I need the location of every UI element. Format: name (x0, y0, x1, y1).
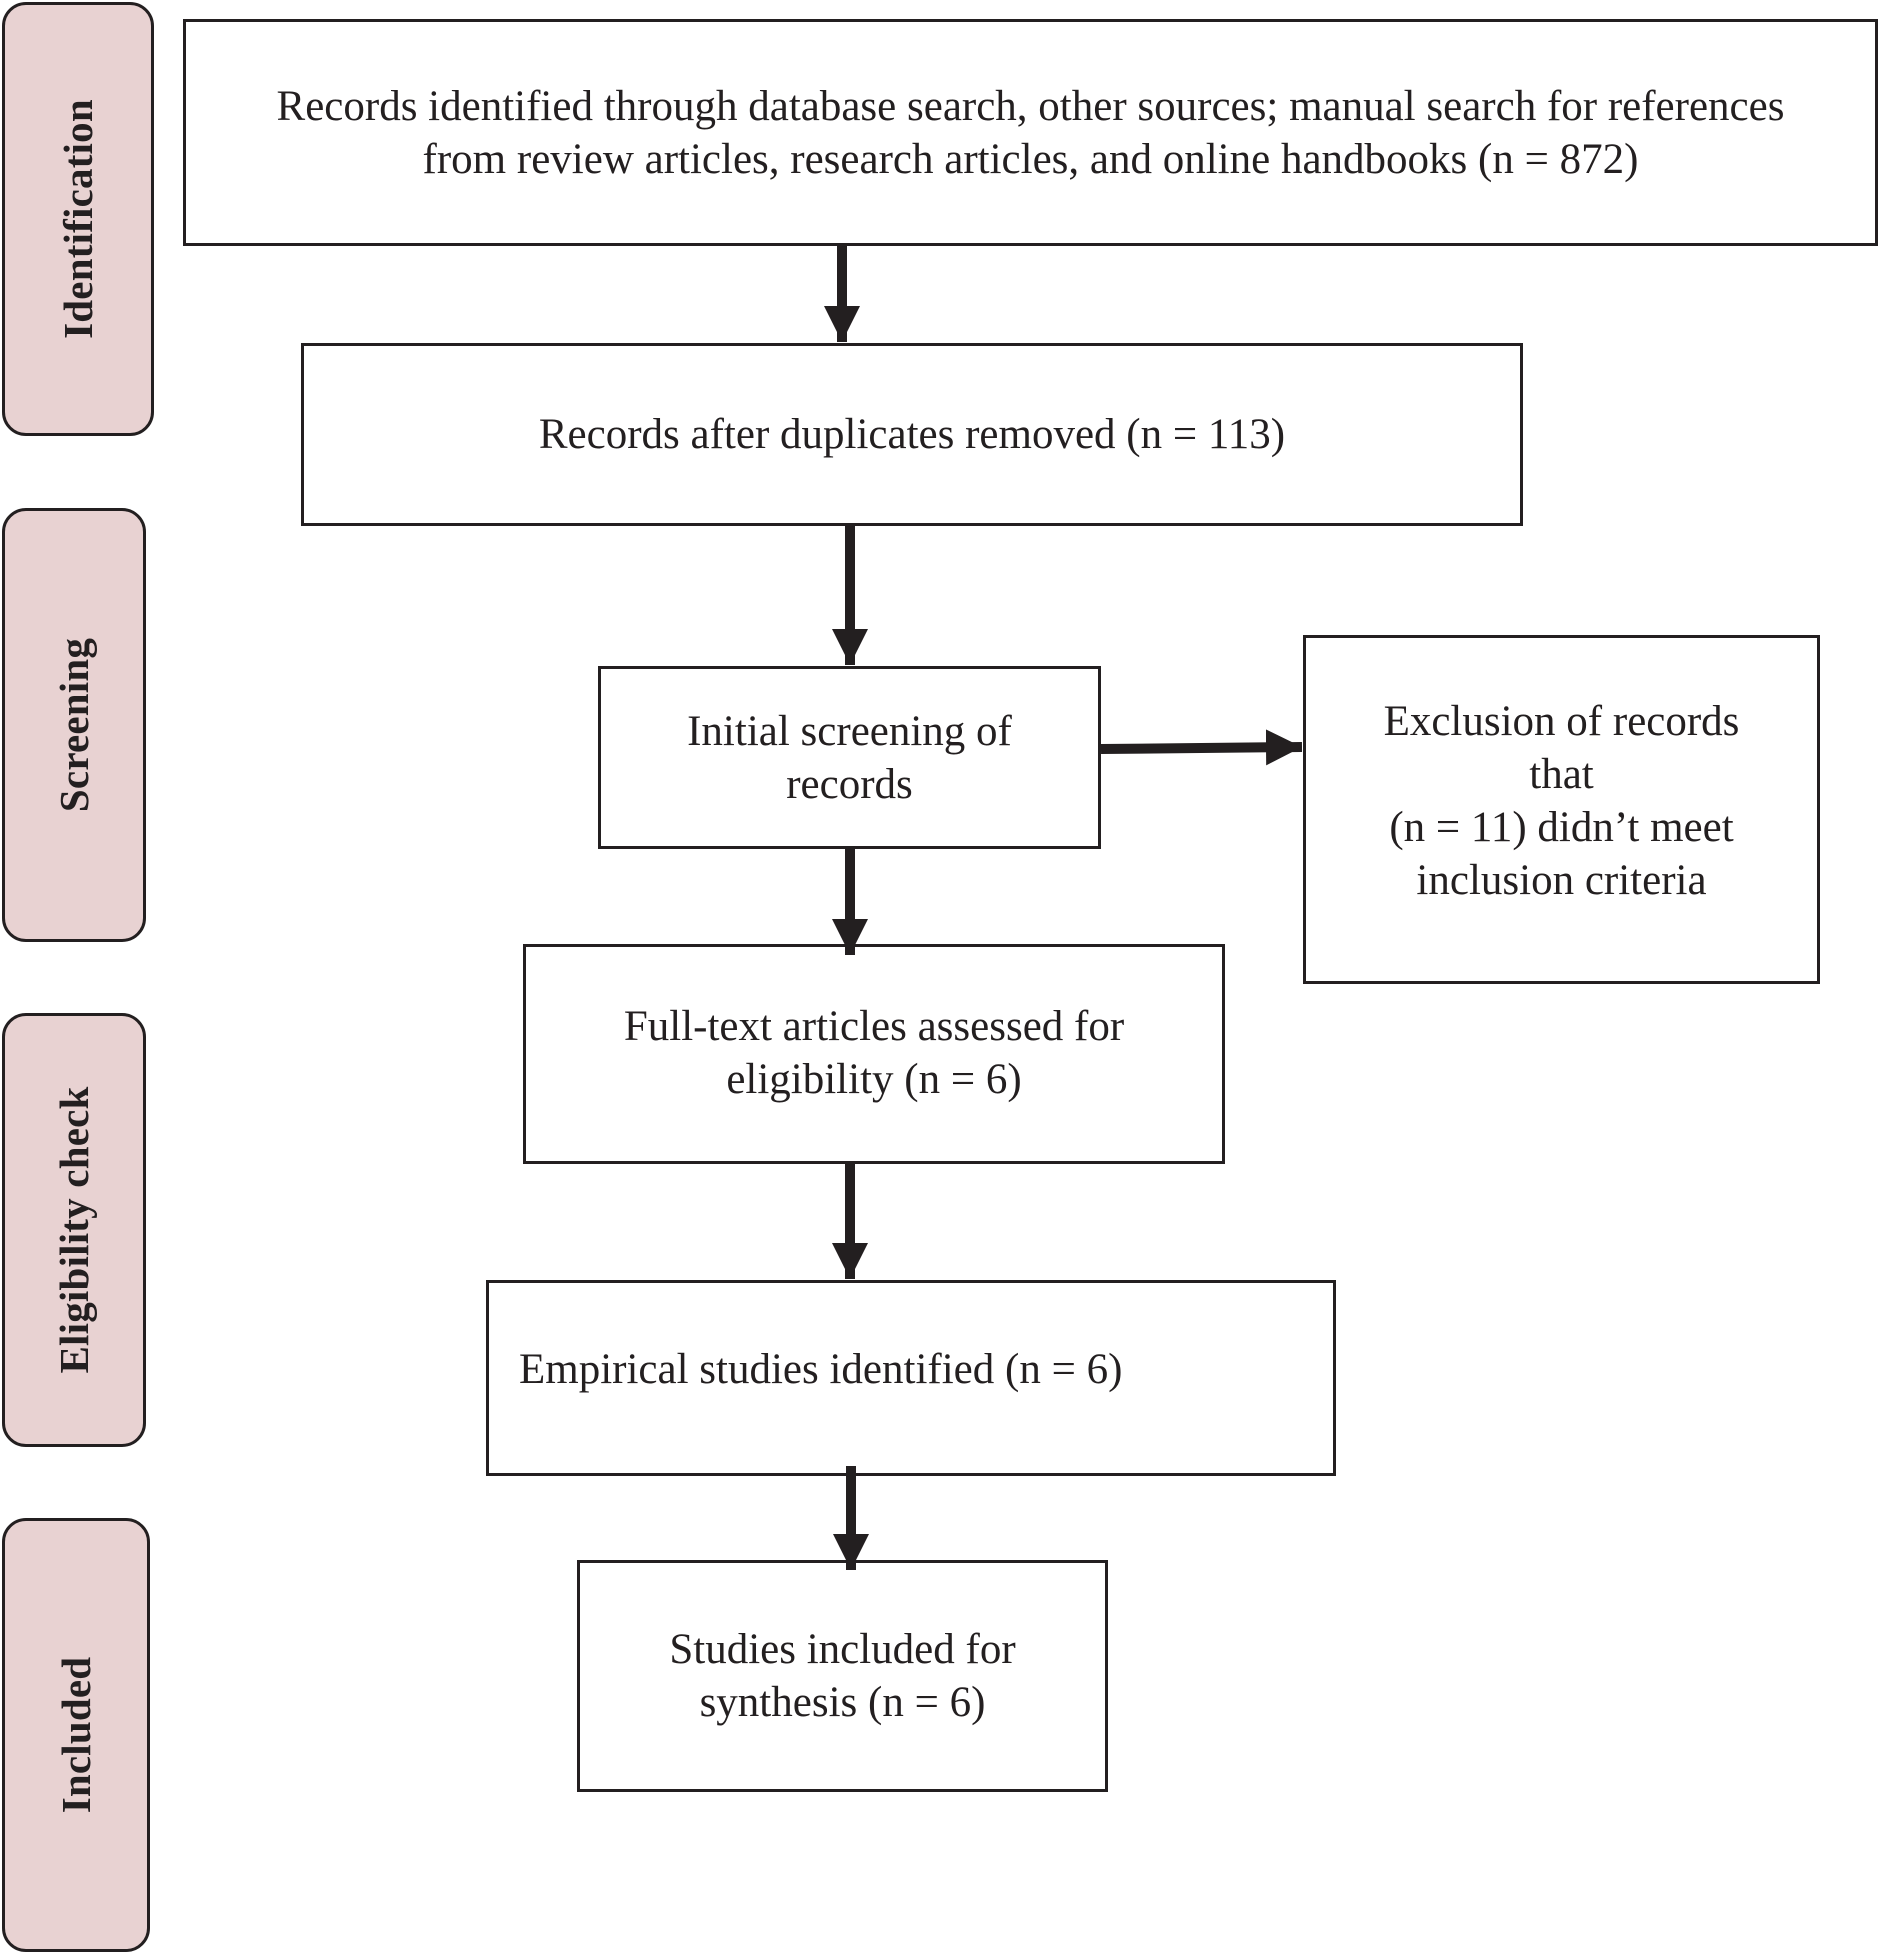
box-duplicates-removed: Records after duplicates removed (n = 11… (301, 343, 1523, 526)
included-studies-line-2: synthesis (n = 6) (699, 1679, 986, 1726)
empirical-studies-text: Empirical studies identified (n = 6) (519, 1346, 1123, 1393)
initial-screening-line-2: records (786, 760, 913, 808)
exclusion-line-1: Exclusion of records (1383, 698, 1740, 745)
exclusion-line-4: inclusion criteria (1416, 857, 1707, 904)
arrow-screening-to-exclusion (1100, 729, 1303, 766)
initial-screening-line-1: Initial screening of (687, 707, 1012, 755)
stage-tab-included: Included (2, 1518, 150, 1952)
records-identified-line-1: Records identified through database sear… (276, 82, 1785, 130)
full-text-line-2: eligibility (n = 6) (726, 1056, 1022, 1103)
full-text-line-1: Full-text articles assessed for (623, 1003, 1125, 1050)
included-studies-line-1: Studies included for (669, 1626, 1016, 1673)
exclusion-line-2: that (1529, 751, 1594, 798)
box-full-text: Full-text articles assessed for eligibil… (523, 944, 1225, 1164)
box-initial-screening: Initial screening of records (598, 666, 1101, 849)
duplicates-removed-text: Records after duplicates removed (n = 11… (538, 411, 1286, 458)
box-records-identified: Records identified through database sear… (183, 19, 1878, 246)
exclusion-line-3: (n = 11) didn’t meet (1389, 804, 1734, 851)
records-identified-line-2: from review articles, research articles,… (422, 135, 1639, 183)
box-empirical-studies: Empirical studies identified (n = 6) (486, 1280, 1336, 1476)
stage-tab-eligibility: Eligibility check (2, 1013, 146, 1447)
box-exclusion: Exclusion of records that (n = 11) didn’… (1303, 635, 1820, 984)
box-included-studies: Studies included for synthesis (n = 6) (577, 1560, 1108, 1792)
stage-tab-screening: Screening (2, 508, 146, 942)
stage-tab-identification: Identification (2, 2, 154, 436)
